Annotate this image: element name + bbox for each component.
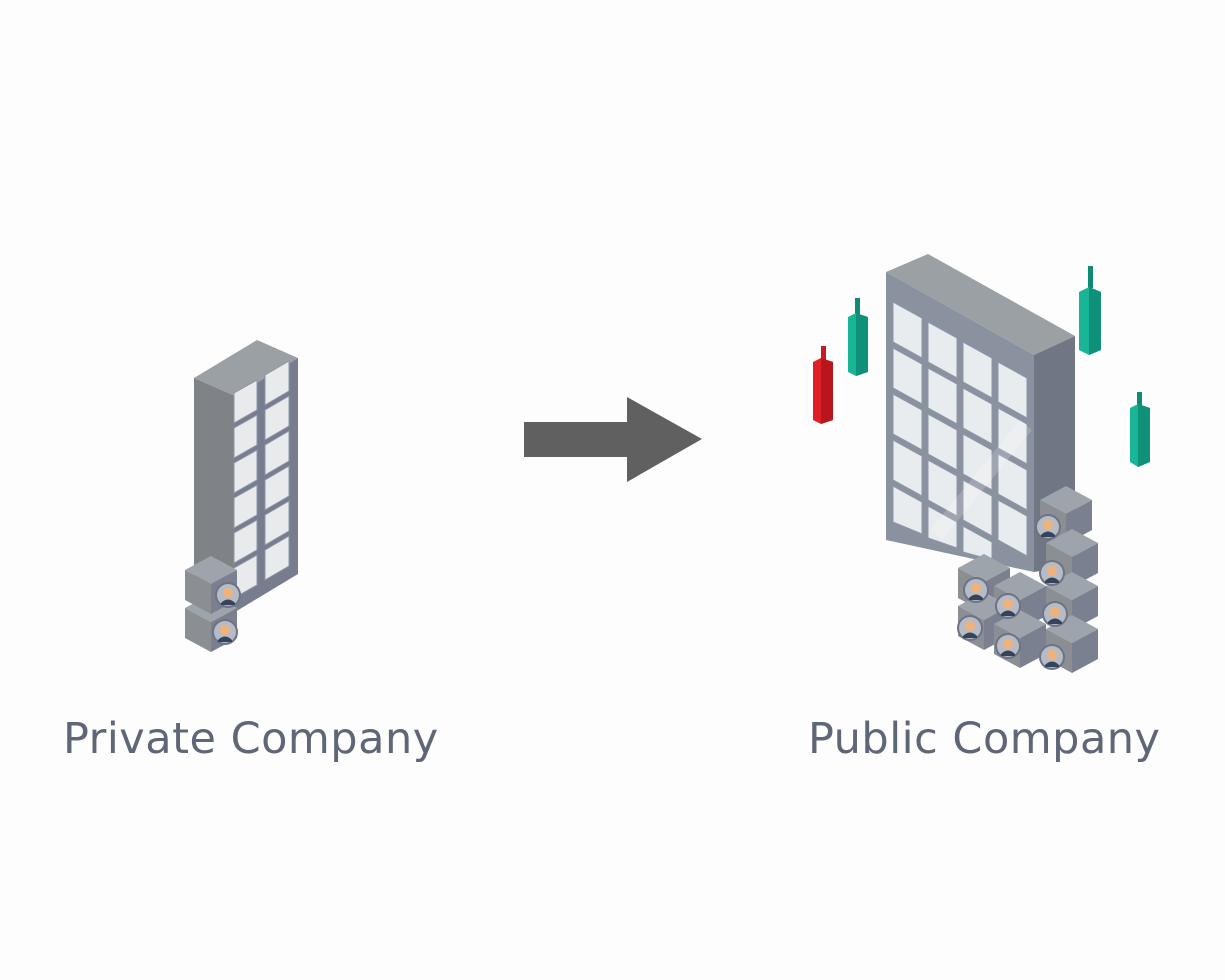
candle-green-1 xyxy=(848,298,868,376)
candlestick-icon xyxy=(813,266,1150,467)
candle-green-2 xyxy=(1079,266,1101,355)
candle-green-3 xyxy=(1130,392,1150,467)
public-building-icon xyxy=(886,254,1075,572)
candle-red xyxy=(813,346,833,424)
private-people-cubes xyxy=(185,556,241,652)
private-building-icon xyxy=(185,340,298,652)
public-company-label: Public Company xyxy=(808,714,1161,764)
right-arrow-icon xyxy=(524,397,702,482)
private-company-label: Private Company xyxy=(63,714,439,764)
